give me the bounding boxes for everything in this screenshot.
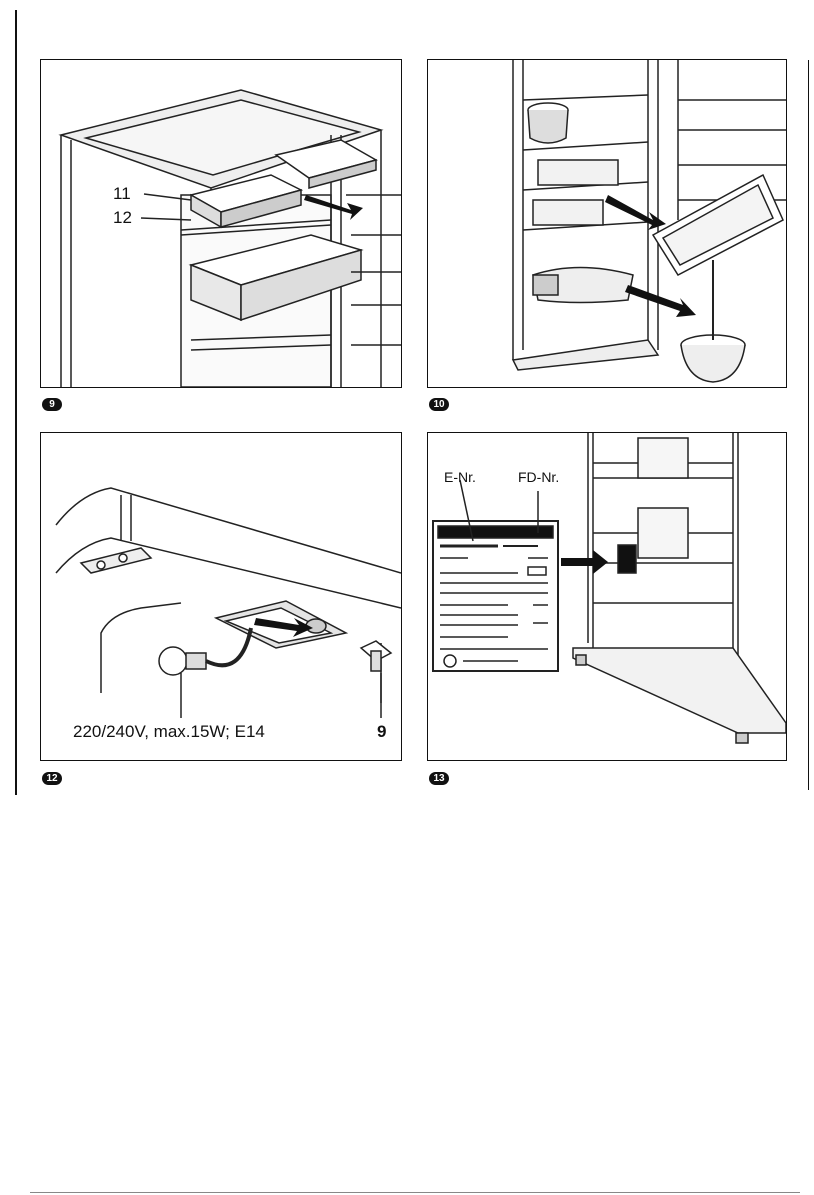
callout-9: 9 bbox=[377, 722, 386, 742]
fd-nr-label: FD-Nr. bbox=[518, 469, 559, 485]
figure-9-number: 9 bbox=[42, 398, 62, 411]
callout-11: 11 bbox=[113, 184, 131, 204]
figure-10-illustration bbox=[428, 60, 786, 387]
bottom-rule bbox=[30, 1192, 800, 1193]
figure-13-illustration bbox=[428, 433, 786, 760]
left-margin-rule bbox=[15, 10, 17, 795]
figure-9-illustration bbox=[41, 60, 401, 387]
callout-12: 12 bbox=[113, 208, 132, 228]
figure-10-number: 10 bbox=[429, 398, 449, 411]
figure-12-panel: 220/240V, max.15W; E14 9 bbox=[40, 432, 402, 761]
e-nr-label: E-Nr. bbox=[444, 469, 476, 485]
figure-13-number: 13 bbox=[429, 772, 449, 785]
figure-12-illustration bbox=[41, 433, 401, 760]
figure-10-panel bbox=[427, 59, 787, 388]
lamp-spec-label: 220/240V, max.15W; E14 bbox=[73, 722, 265, 742]
right-margin-rule bbox=[808, 60, 809, 790]
figure-9-panel: 11 12 bbox=[40, 59, 402, 388]
figure-12-number: 12 bbox=[42, 772, 62, 785]
figure-13-panel: E-Nr. FD-Nr. bbox=[427, 432, 787, 761]
